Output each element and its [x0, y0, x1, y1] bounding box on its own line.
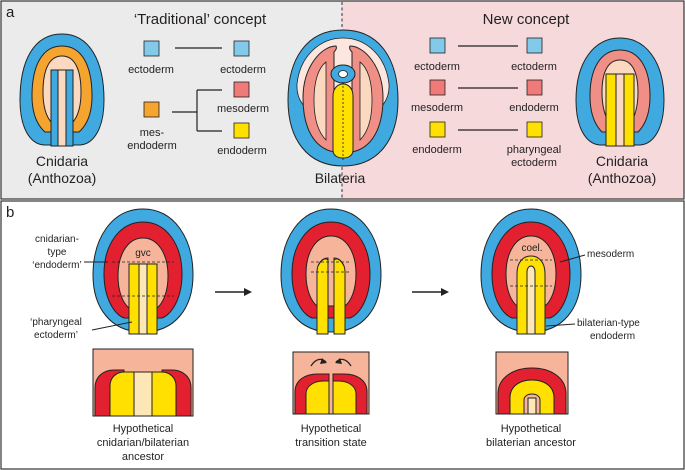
panel-a-letter: a [6, 4, 15, 21]
trad-endoderm-label: endoderm [217, 145, 267, 157]
new-endoderm-left-label: endoderm [412, 144, 462, 156]
panel-b-letter: b [6, 204, 14, 221]
bilateria-label: Bilateria [315, 170, 366, 186]
embryo-3-bilaterian-label-2: endoderm [590, 331, 635, 342]
embryo-3-caption-2: bilaterian ancestor [486, 437, 576, 449]
embryo-3-caption-1: Hypothetical [501, 423, 562, 435]
new-lineage: ectoderm ectoderm mesoderm endoderm endo… [411, 37, 561, 169]
arrow-1 [215, 288, 252, 296]
embryo-1-caption-1: Hypothetical [113, 423, 174, 435]
cnidaria-left-label-2: (Anthozoa) [28, 170, 96, 186]
embryo-1-ancestor [92, 208, 194, 335]
embryo-1-cnidarian-label-2: type [48, 247, 67, 258]
embryo-3-bilaterian-label-1: bilaterian-type [577, 318, 640, 329]
panel-a: a ‘Traditional’ concept New concept Cnid… [0, 0, 685, 200]
panel-b: b gvc cnidarian- type ‘endoderm’ ‘pharyn… [0, 200, 685, 470]
embryo-2-transition [280, 208, 382, 335]
new-mesoderm-swatch [429, 79, 446, 96]
cnidaria-left-label-1: Cnidaria [36, 153, 88, 169]
new-ectoderm-swatch-left [429, 37, 446, 54]
embryo-1-cnidarian-label-1: cnidarian- [35, 234, 79, 245]
embryo-3-bilaterian [480, 208, 582, 335]
cnidaria-right-label-2: (Anthozoa) [588, 170, 656, 186]
new-endoderm-swatch-red [526, 79, 543, 96]
embryo-3-closeup [495, 351, 569, 415]
traditional-lineage: ectoderm ectoderm mes- endoderm mesoderm… [127, 40, 269, 157]
trad-mesoderm-label: mesoderm [217, 103, 269, 115]
trad-ectoderm-left-label: ectoderm [128, 64, 174, 76]
trad-ectoderm-swatch-left [143, 40, 160, 57]
panel-a-border [0, 0, 685, 200]
trad-mesendoderm-swatch [143, 101, 160, 118]
embryo-3-mesoderm-label: mesoderm [587, 249, 634, 260]
new-concept-title: New concept [483, 11, 571, 28]
cnidaria-right-label-1: Cnidaria [596, 153, 648, 169]
new-pharyngeal-label-2: ectoderm [511, 157, 557, 169]
embryo-2-caption-1: Hypothetical [301, 423, 362, 435]
traditional-concept-title: ‘Traditional’ concept [134, 11, 267, 28]
embryo-2-caption-2: transition state [295, 437, 367, 449]
new-endoderm-swatch-yellow [429, 121, 446, 138]
arrow-2 [412, 288, 449, 296]
new-ectoderm-left-label: ectoderm [414, 61, 460, 73]
trad-ectoderm-swatch-right [233, 40, 250, 57]
new-pharyngeal-swatch [526, 121, 543, 138]
trad-mesendoderm-label-1: mes- [140, 127, 165, 139]
new-ectoderm-swatch-right [526, 37, 543, 54]
embryo-1-closeup [92, 348, 194, 417]
embryo-1-caption-2: cnidarian/bilaterian [97, 437, 189, 449]
cnidaria-right-diagram [575, 37, 665, 147]
embryo-1-pharyngeal-label-1: ‘pharyngeal [30, 317, 82, 328]
trad-ectoderm-right-label: ectoderm [220, 64, 266, 76]
panel-b-border [0, 200, 685, 470]
new-endoderm-right-label: endoderm [509, 102, 559, 114]
cnidaria-left-diagram [19, 33, 105, 147]
new-mesoderm-label: mesoderm [411, 102, 463, 114]
new-ectoderm-right-label: ectoderm [511, 61, 557, 73]
new-pharyngeal-label-1: pharyngeal [507, 144, 561, 156]
embryo-3-coel-label: coel. [521, 243, 542, 254]
trad-mesoderm-swatch [233, 81, 250, 98]
embryo-2-closeup [292, 351, 370, 415]
embryo-1-gvc-label: gvc [135, 248, 151, 259]
embryo-1-pharyngeal-label-2: ectoderm’ [34, 330, 78, 341]
bilateria-diagram [287, 29, 399, 167]
trad-mesendoderm-label-2: endoderm [127, 140, 177, 152]
embryo-1-cnidarian-label-3: ‘endoderm’ [32, 260, 81, 271]
embryo-1-caption-3: ancestor [122, 451, 165, 463]
trad-endoderm-swatch [233, 122, 250, 139]
